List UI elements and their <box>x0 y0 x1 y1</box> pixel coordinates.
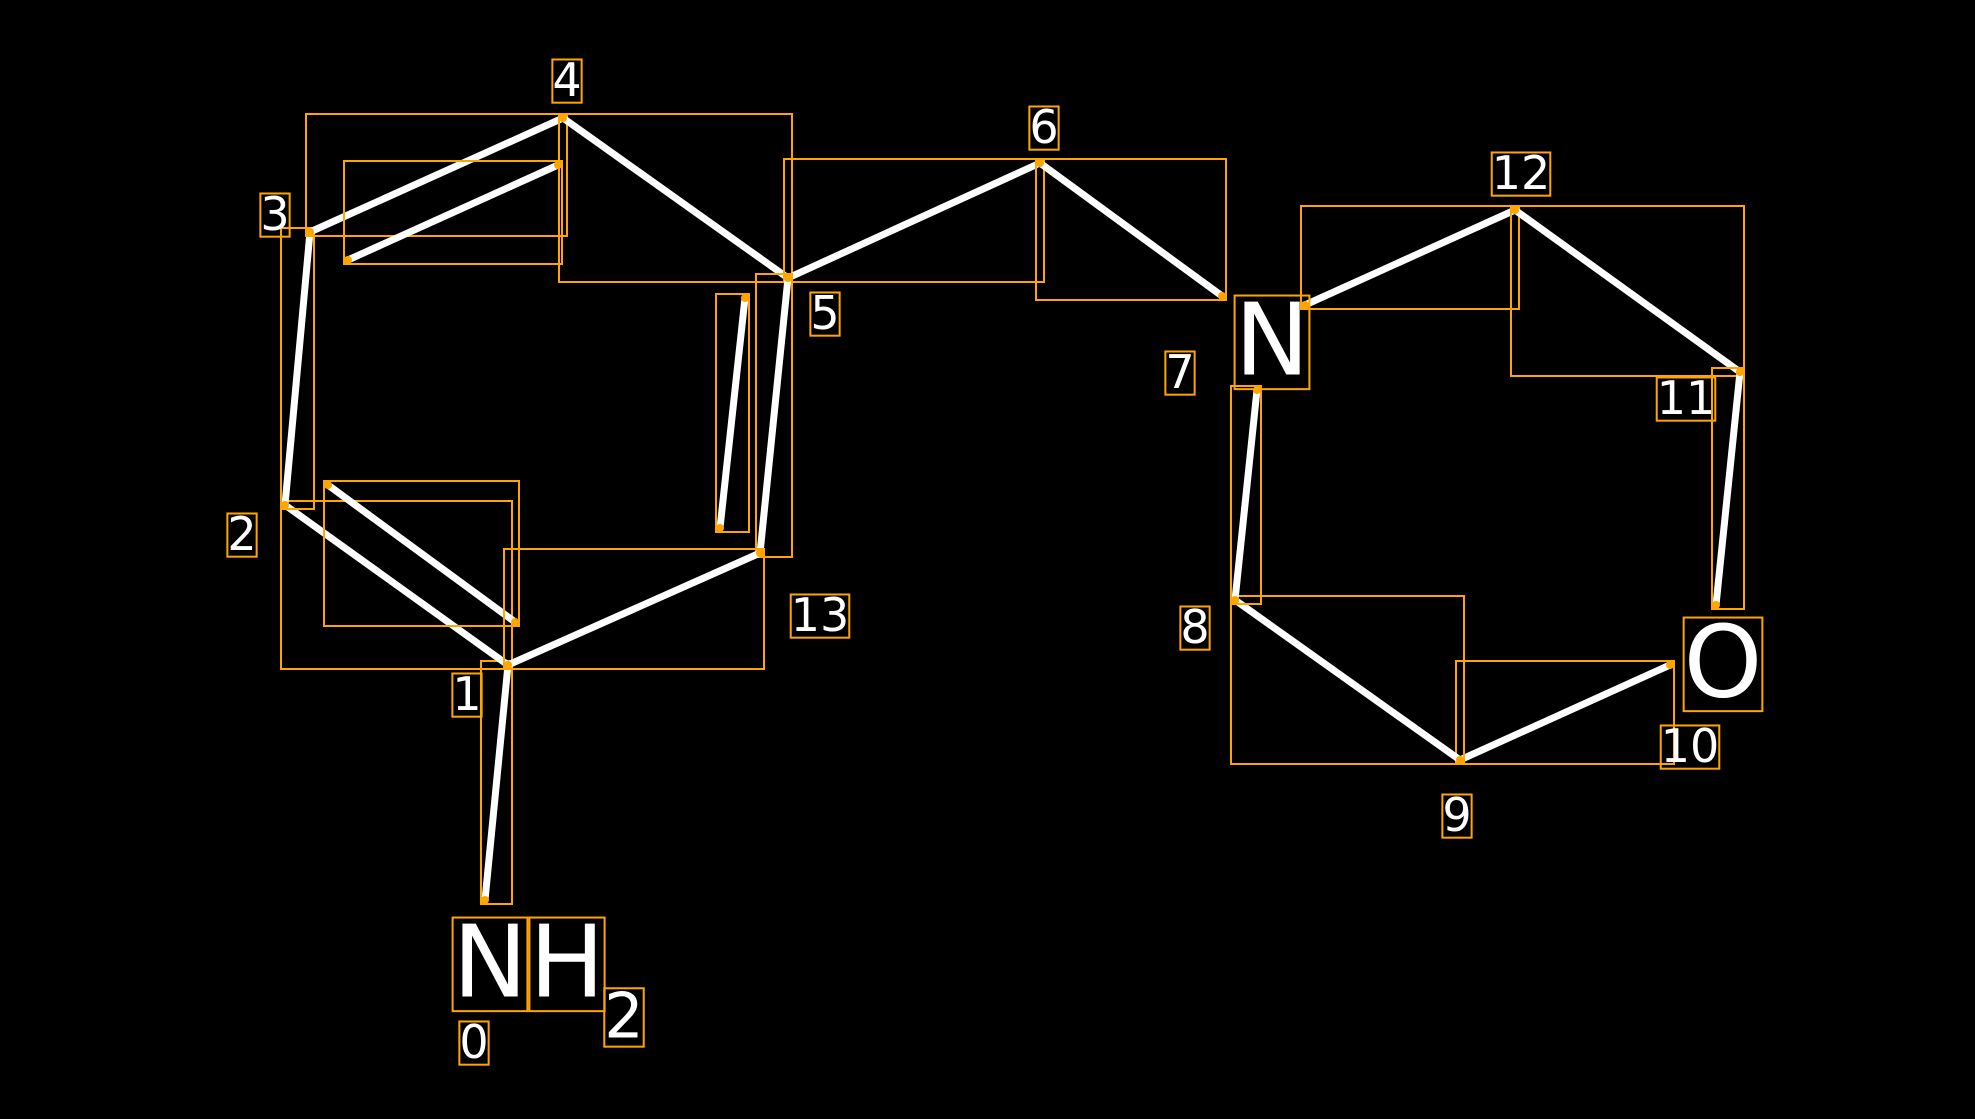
bond-endpoint <box>344 256 352 264</box>
bond-bbox <box>305 113 568 237</box>
bond-endpoint <box>306 228 314 236</box>
bond-bbox <box>1035 158 1227 301</box>
atom-index-6: 6 <box>1029 100 1058 154</box>
atom-symbol-N-0: N <box>453 904 528 1021</box>
atom-subscript-2: 2 <box>604 980 643 1053</box>
atom-index-11-bbox <box>1655 376 1717 422</box>
bond-endpoint <box>1666 661 1674 669</box>
bond-bbox <box>783 158 1045 283</box>
atom-index-7: 7 <box>1165 345 1194 399</box>
atom-index-10-bbox <box>1659 724 1721 770</box>
bond-7-12 <box>1301 206 1519 309</box>
bond-bbox <box>1230 385 1262 605</box>
bonds-layer <box>280 113 1745 905</box>
bond-bbox <box>503 548 765 670</box>
bond-6-7 <box>1036 159 1226 300</box>
atom-index-13-bbox <box>789 593 851 639</box>
bond-endpoint <box>1712 601 1720 609</box>
atom-index-9-bbox <box>1441 793 1473 839</box>
atom-symbol-H-0-bbox <box>528 916 606 1013</box>
bond-endpoint <box>1456 756 1464 764</box>
bond-endpoint <box>1218 292 1226 300</box>
bond-bbox <box>558 113 793 283</box>
bond-endpoint <box>481 896 489 904</box>
bond-10-9 <box>1456 661 1674 764</box>
bond-3-4-inner <box>344 161 562 264</box>
atom-symbol-O-10: O <box>1684 604 1763 721</box>
atom-index-7-bbox <box>1164 350 1196 396</box>
atom-index-3-bbox <box>259 192 291 238</box>
atom-index-8-bbox <box>1179 605 1211 651</box>
atom-index-1: 1 <box>452 667 481 721</box>
atom-subscript-2-bbox <box>603 987 645 1048</box>
atom-index-0: 0 <box>459 1015 488 1069</box>
atom-index-5-bbox <box>809 291 841 337</box>
bond-endpoint <box>716 524 724 532</box>
bond-endpoint <box>1736 368 1744 376</box>
bond-1-2-inner <box>324 481 519 626</box>
atom-index-11: 11 <box>1657 371 1716 425</box>
bond-bbox <box>280 500 513 670</box>
bond-11-10 <box>1712 368 1744 609</box>
bond-8-7 <box>1231 386 1261 604</box>
bond-4-5 <box>559 114 792 282</box>
bond-bbox <box>323 480 520 627</box>
atom-index-8: 8 <box>1180 600 1209 654</box>
atom-index-1-bbox <box>451 672 483 718</box>
atom-index-4-bbox <box>551 58 583 104</box>
atom-index-10: 10 <box>1661 719 1720 773</box>
bond-bbox <box>343 160 563 265</box>
bond-5-13 <box>756 274 792 557</box>
atom-index-3: 3 <box>260 187 289 241</box>
bond-endpoint <box>756 549 764 557</box>
bond-9-8 <box>1231 596 1464 764</box>
bond-bbox <box>280 227 315 510</box>
bond-bbox <box>715 293 750 533</box>
bond-5-13-inner <box>716 294 749 532</box>
bond-1-2 <box>281 501 512 669</box>
bond-bbox <box>1510 205 1745 377</box>
bond-endpoint <box>559 114 567 122</box>
atom-index-12-bbox <box>1490 151 1552 197</box>
bond-bbox <box>755 273 793 558</box>
bond-endpoint <box>1231 596 1239 604</box>
atom-index-9: 9 <box>1442 788 1471 842</box>
atom-symbol-N-0-bbox <box>451 916 529 1013</box>
bond-13-1 <box>504 549 764 669</box>
bond-endpoint <box>1511 206 1519 214</box>
atom-index-0-bbox <box>458 1020 490 1066</box>
atom-symbol-N-7-bbox <box>1233 294 1311 391</box>
atom-index-5: 5 <box>810 286 839 340</box>
atom-index-2-bbox <box>226 512 258 558</box>
bond-endpoint <box>504 661 512 669</box>
bond-5-6 <box>784 159 1044 282</box>
bond-endpoint <box>1301 301 1309 309</box>
bond-bbox <box>1455 660 1675 765</box>
atom-symbol-N-7: N <box>1235 282 1310 399</box>
bond-12-11 <box>1511 206 1744 376</box>
atom-symbol-O-10-bbox <box>1682 616 1764 713</box>
bond-endpoint <box>784 274 792 282</box>
bond-3-4 <box>306 114 567 236</box>
bond-0-1 <box>481 661 512 904</box>
bond-2-3 <box>281 228 314 509</box>
bond-endpoint <box>741 294 749 302</box>
atom-index-6-bbox <box>1028 105 1060 151</box>
bond-endpoint <box>511 618 519 626</box>
bond-bbox <box>1230 595 1465 765</box>
atom-index-2: 2 <box>227 507 256 561</box>
bond-bbox <box>1300 205 1520 310</box>
bond-endpoint <box>1036 159 1044 167</box>
atom-index-13: 13 <box>791 588 850 642</box>
bond-endpoint <box>324 481 332 489</box>
atom-index-4: 4 <box>552 53 581 107</box>
bond-endpoint <box>281 501 289 509</box>
bond-bbox <box>1711 367 1745 610</box>
atom-index-12: 12 <box>1492 146 1551 200</box>
atom-symbol-H-0: H <box>529 904 604 1021</box>
